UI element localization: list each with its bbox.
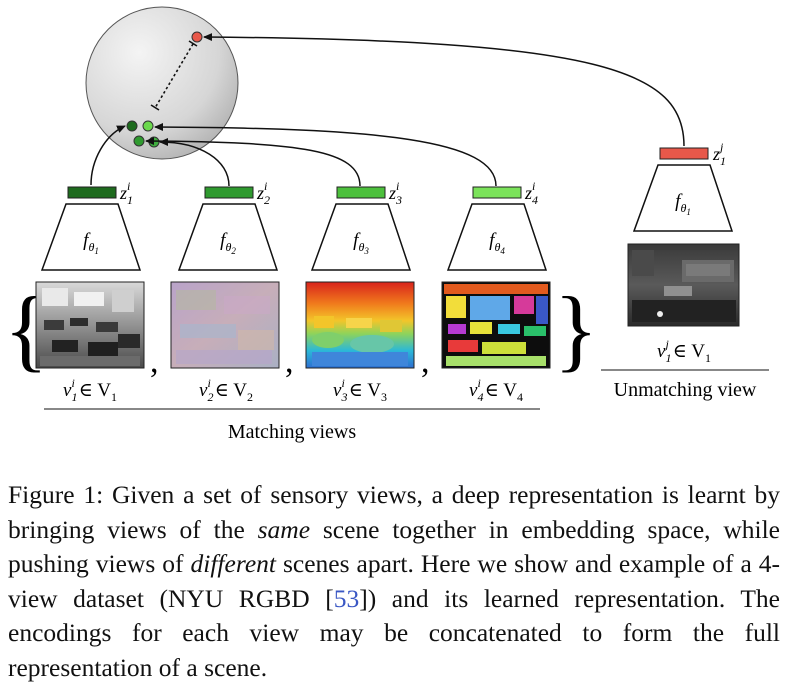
view-label-1: v1i∈ V1 bbox=[63, 376, 117, 404]
view-image-1 bbox=[35, 281, 145, 369]
code-label-1: z1i bbox=[119, 179, 133, 207]
embedding-node-1 bbox=[126, 120, 138, 132]
code-bar-3 bbox=[336, 186, 386, 199]
code-label-3: z3i bbox=[388, 179, 402, 207]
matching-views-label: Matching views bbox=[228, 421, 357, 443]
view-label-unmatching: v1j∈ V1 bbox=[657, 337, 711, 365]
code-label-4: z4i bbox=[524, 179, 538, 207]
figure-caption: Figure 1: Given a set of sensory views, … bbox=[8, 478, 780, 685]
code-bar-unmatching bbox=[659, 147, 709, 160]
encoder-3 bbox=[310, 203, 412, 271]
view-label-2: v2i∈ V2 bbox=[199, 376, 253, 404]
arrow-view-4 bbox=[154, 123, 497, 187]
caption-emphasis-same: same bbox=[257, 514, 311, 544]
comma-3: , bbox=[421, 343, 430, 380]
code-label-2: z2i bbox=[256, 179, 270, 207]
unmatching-view-label: Unmatching view bbox=[614, 379, 757, 401]
embedding-node-4 bbox=[148, 136, 160, 148]
code-bar-1 bbox=[67, 186, 117, 199]
negative-node bbox=[191, 31, 203, 43]
comma-2: , bbox=[285, 343, 294, 380]
view-image-4 bbox=[441, 281, 551, 369]
code-label-unmatching: z1j bbox=[712, 140, 726, 168]
caption-part-1: Given a set of sensory views, a deep rep… bbox=[8, 480, 780, 544]
arrow-unmatching bbox=[203, 33, 685, 147]
caption-part-2: scene together in embedding space, while… bbox=[8, 514, 780, 579]
arrow-view-2 bbox=[159, 138, 230, 187]
arrow-view-3 bbox=[145, 137, 361, 187]
citation-link[interactable]: 53 bbox=[333, 583, 360, 613]
code-bar-4 bbox=[472, 186, 522, 199]
repulsion-line bbox=[154, 43, 194, 109]
view-image-3 bbox=[305, 281, 415, 369]
comma-1: , bbox=[150, 343, 159, 380]
embedding-node-3 bbox=[133, 135, 145, 147]
encoder-4 bbox=[446, 203, 548, 271]
encoder-1 bbox=[40, 203, 142, 271]
encoder-unmatching bbox=[632, 164, 734, 232]
caption-part-3: scenes apart. Here we show and example o… bbox=[8, 549, 781, 613]
code-bar-2 bbox=[204, 186, 254, 199]
caption-label: Figure 1: bbox=[8, 480, 104, 509]
right-brace: } bbox=[554, 278, 598, 380]
caption-part-4: ]) and its learned representation. The e… bbox=[8, 583, 780, 682]
embedding-sphere bbox=[85, 6, 239, 160]
figure-diagram: z1i z2i z3i z4i z1j fθ1 fθ2 fθ3 fθ4 fθ1 … bbox=[4, 6, 769, 443]
encoder-2 bbox=[177, 203, 279, 271]
view-image-2 bbox=[170, 281, 280, 369]
caption-emphasis-different: different bbox=[190, 549, 276, 578]
unmatching-view-image bbox=[627, 243, 740, 327]
arrow-view-1 bbox=[90, 125, 126, 186]
embedding-node-2 bbox=[142, 120, 154, 132]
view-label-4: v4i∈ V4 bbox=[469, 376, 523, 404]
view-label-3: v3i∈ V3 bbox=[333, 376, 387, 404]
